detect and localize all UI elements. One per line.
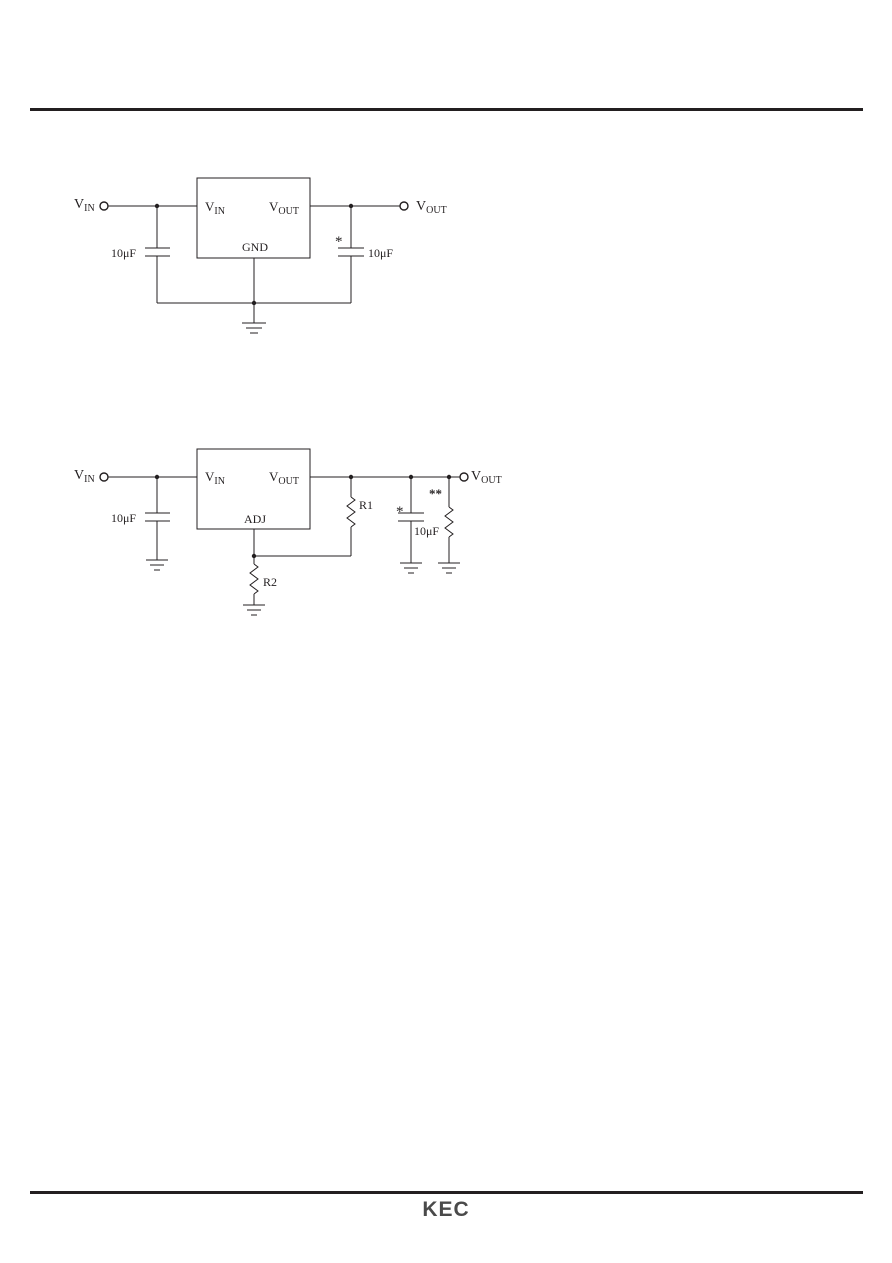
load-note-mark: ** <box>429 486 442 501</box>
vout-label: VOUT <box>471 469 502 486</box>
ground-symbol-icon <box>146 559 168 571</box>
pin-vout-label: VOUT <box>269 199 299 217</box>
r1-label: R1 <box>359 498 373 512</box>
pin-vout-label: VOUT <box>269 469 299 487</box>
vout-terminal <box>459 472 469 482</box>
kec-logo: KEC <box>422 1198 470 1221</box>
vout-label: VOUT <box>416 199 447 216</box>
vout-terminal <box>399 201 409 211</box>
cout-value-label: 10μF <box>368 246 393 260</box>
ground-junction <box>251 300 257 306</box>
ground-symbol-icon <box>243 604 265 616</box>
pin-vin-label: VIN <box>205 199 225 217</box>
footer-rule <box>30 1191 863 1194</box>
pin-adj-label: ADJ <box>244 512 266 526</box>
r2-label: R2 <box>263 575 277 589</box>
cout-note-mark: * <box>396 504 404 520</box>
cout-note-mark: * <box>335 234 343 250</box>
ground-symbol-icon <box>242 322 266 334</box>
ground-symbol-icon <box>438 562 460 574</box>
cin-value-label: 10μF <box>111 511 136 525</box>
r2-resistor-icon <box>249 563 259 595</box>
fixed-regulator-circuit: VIN VOUT VIN VOUT GND 10μF 10μF * <box>74 177 447 334</box>
vin-terminal <box>99 472 109 482</box>
cout-value-label: 10μF <box>414 524 439 538</box>
ground-symbol-icon <box>400 562 422 574</box>
vin-terminal <box>99 201 109 211</box>
load-resistor-icon <box>444 506 454 538</box>
vin-label: VIN <box>74 197 95 214</box>
cin-value-label: 10μF <box>111 246 136 260</box>
pin-gnd-label: GND <box>242 240 268 254</box>
r1-resistor-icon <box>346 496 356 528</box>
header-rule <box>30 108 863 111</box>
vin-label: VIN <box>74 468 95 485</box>
adjustable-regulator-circuit: VIN VOUT VIN VOUT ADJ 10μF 10μF * R1 R2 … <box>74 448 502 616</box>
pin-vin-label: VIN <box>205 469 225 487</box>
adj-junction <box>251 553 257 559</box>
